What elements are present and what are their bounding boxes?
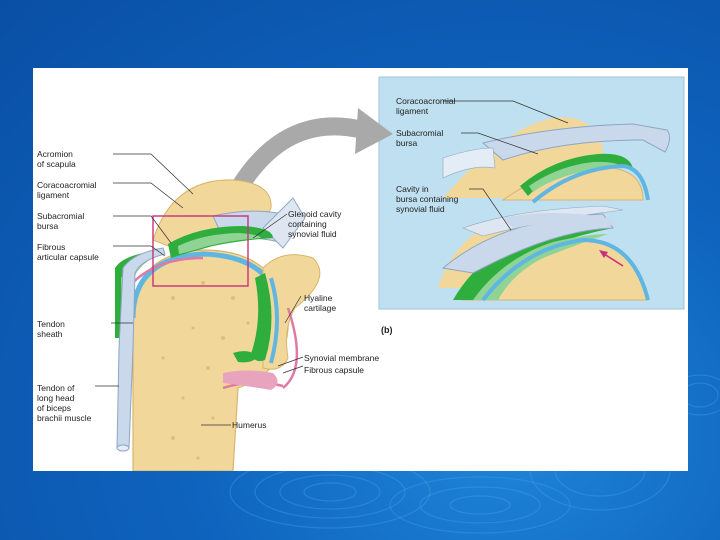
inset-part-label: (b) [381,325,393,335]
biceps-tendon-end [117,445,129,451]
label-synovial-membrane: Synovial membrane [304,353,379,363]
label-humerus: Humerus [232,420,266,430]
label-tendon-sheath: Tendon sheath [37,319,65,339]
label-fibrous-articular-capsule: Fibrous articular capsule [37,242,99,262]
inset-label-cavity-in-bursa: Cavity in bursa containing synovial flui… [396,184,458,214]
label-acromion: Acromion of scapula [37,149,76,169]
label-fibrous-capsule: Fibrous capsule [304,365,364,375]
inset-label-coracoacromial-ligament: Coracoacromial ligament [396,96,456,116]
label-biceps-tendon: Tendon of long head of biceps brachii mu… [37,383,91,423]
label-coracoacromial-ligament: Coracoacromial ligament [37,180,97,200]
figure-drawing [33,68,688,471]
label-glenoid-cavity: Glenoid cavity containing synovial fluid [288,209,341,239]
inset-label-subacromial-bursa: Subacromial bursa [396,128,443,148]
label-hyaline-cartilage: Hyaline cartilage [304,293,336,313]
label-subacromial-bursa: Subacromial bursa [37,211,84,231]
shoulder-joint-figure: Acromion of scapula Coracoacromial ligam… [33,68,688,471]
